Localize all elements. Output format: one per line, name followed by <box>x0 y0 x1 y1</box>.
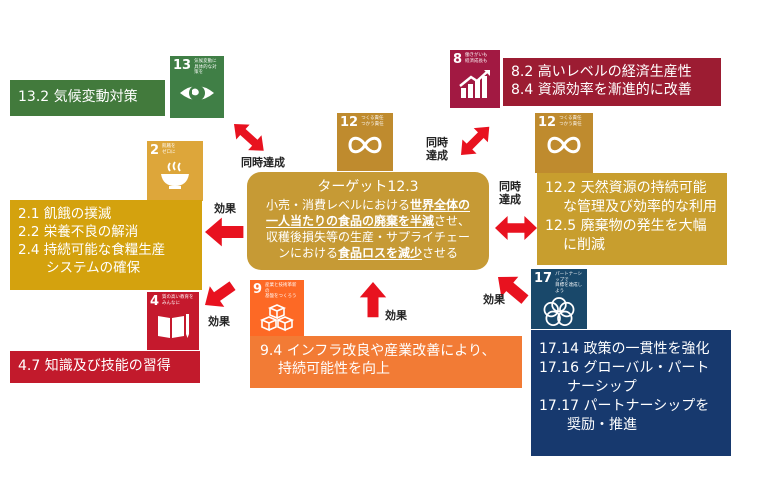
goal-13-box: 13.2 気候変動対策 <box>10 80 165 116</box>
simul-arrow-left <box>227 116 271 159</box>
simul-label-right: 同時 達成 <box>499 180 521 206</box>
effect-label-left-low: 効果 <box>208 315 230 328</box>
target-12-3-box: ターゲット12.3 小売・消費レベルにおける世界全体の一人当たりの食品の廃棄を半… <box>247 172 489 270</box>
effect-arrow-center <box>359 282 387 318</box>
goal-9-box: 9.4 インフラ改良や産業改善により、 持続可能性を向上 <box>250 336 522 388</box>
growth-chart-icon <box>459 70 490 98</box>
target-emphasis: 世界全体の <box>410 198 471 212</box>
effect-arrow-left-low <box>197 275 240 316</box>
target-text-line: 一人当たりの食品の廃棄を半減させ、 <box>253 213 483 229</box>
target-emphasis: 一人当たりの食品の廃棄を半減 <box>265 214 434 228</box>
bowl-icon <box>161 161 189 189</box>
infinity-icon <box>348 136 382 154</box>
goal-2-box: 2.1 飢餓の撲滅 2.2 栄養不良の解消 2.4 持続可能な食糧生産 システム… <box>10 200 202 290</box>
flower-rings-icon <box>543 297 575 326</box>
cubes-icon <box>259 303 295 331</box>
book-pencil-icon <box>158 314 189 338</box>
target-text: させる <box>422 246 459 260</box>
effect-label-left: 効果 <box>214 202 236 215</box>
simul-label-left: 同時達成 <box>241 156 285 169</box>
target-text-line: 収穫後損失等の生産・サプライチェー <box>253 229 483 245</box>
infinity-icon <box>547 136 581 154</box>
target-title: ターゲット12.3 <box>317 179 419 195</box>
goal-8-box: 8.2 高いレベルの経済生産性 8.4 資源効率を漸進的に改善 <box>503 58 721 106</box>
goal-4-box: 4.7 知識及び技能の習得 <box>10 351 200 383</box>
effect-label-right: 効果 <box>483 293 505 306</box>
simul-arrow-right <box>495 216 537 240</box>
target-text: 収穫後損失等の生産・サプライチェー <box>265 230 470 244</box>
simul-label-top: 同時 達成 <box>426 136 448 162</box>
simul-arrow-top <box>453 119 497 163</box>
target-text-line: ンにおける食品ロスを減少させる <box>253 245 483 261</box>
eye-globe-icon <box>180 84 214 101</box>
target-text: 小売・消費レベルにおける <box>265 198 410 212</box>
goal-17-box: 17.14 政策の一貫性を強化 17.16 グローバル・パート ナーシップ 17… <box>531 330 731 456</box>
target-text: させ、 <box>434 214 471 228</box>
target-text: ンにおける <box>277 246 338 260</box>
effect-arrow-left <box>205 217 244 247</box>
effect-label-center: 効果 <box>385 309 407 322</box>
target-emphasis: 食品ロスを減少 <box>337 246 422 260</box>
target-text-line: 小売・消費レベルにおける世界全体の <box>253 197 483 213</box>
goal-12-box: 12.2 天然資源の持続可能 な管理及び効率的な利用 12.5 廃棄物の発生を大… <box>537 173 727 265</box>
